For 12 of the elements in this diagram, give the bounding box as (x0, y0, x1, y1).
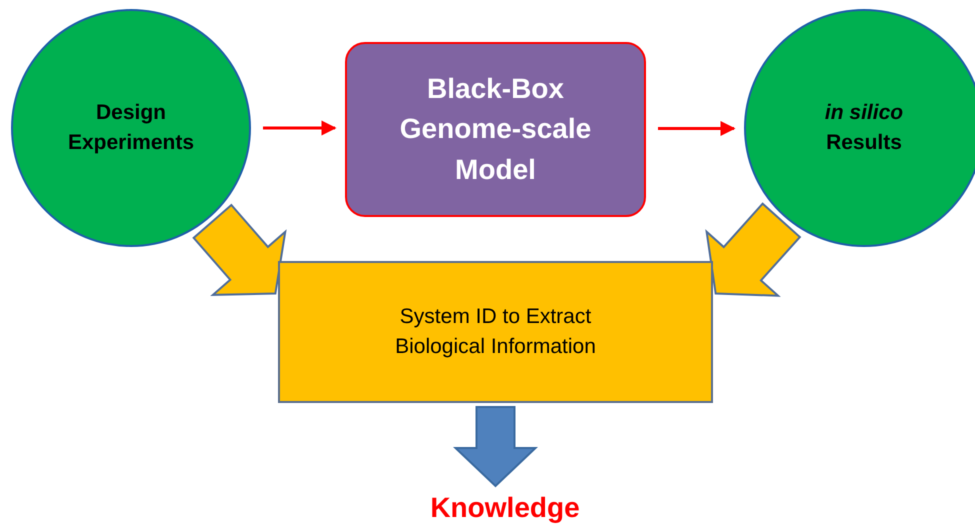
node-label: Design Experiments (66, 100, 196, 156)
node-label: Black-Box Genome-scale Model (398, 72, 592, 187)
result-label: Knowledge (410, 490, 600, 525)
arrow (658, 121, 736, 136)
process-box (278, 261, 713, 403)
block-arrow (192, 204, 287, 296)
block-arrow (453, 406, 538, 488)
model-box (345, 42, 646, 217)
block-arrow (705, 202, 802, 297)
node-label: System ID to Extract Biological Information (394, 304, 597, 360)
arrow (263, 120, 336, 136)
node-label: in silico Results (824, 100, 904, 156)
